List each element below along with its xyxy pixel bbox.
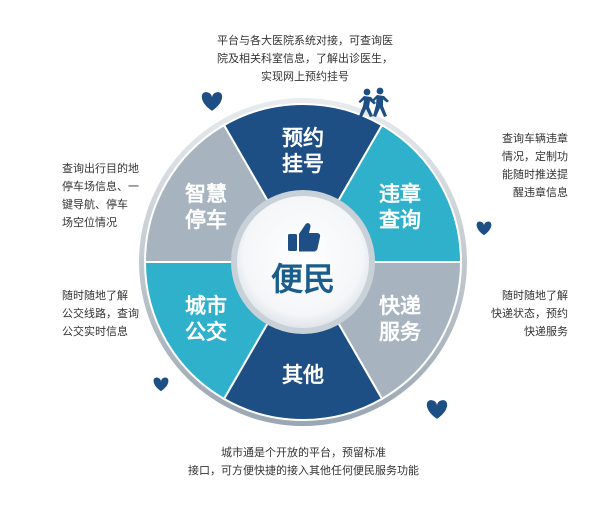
segment-label-bus: 城市: [185, 294, 227, 318]
segment-label-violation: 违章: [379, 182, 421, 206]
heart-icon: [426, 400, 448, 419]
others-description: 城市通是个开放的平台，预留标准 接口，可方便快捷的接入其他任何便民服务功能: [188, 446, 419, 477]
running-people-icon: [358, 87, 389, 117]
segment-label-express: 快递: [379, 294, 421, 318]
segment-label-parking: 停车: [185, 208, 227, 232]
hub: [237, 196, 369, 328]
segment-label-bus: 公交: [185, 320, 227, 344]
heart-icon: [153, 377, 169, 392]
parking-description: 查询出行目的地 停车场信息、一 键导航、停车 场空位情况: [62, 162, 139, 229]
segment-label-appointment: 预约: [282, 126, 324, 150]
express-description: 随时随地了解 快递状态，预约 快递服务: [491, 289, 568, 338]
appointment-description: 平台与各大医院系统对接，可查询医 院及相关科室信息，了解出诊医生， 实现网上预约…: [217, 34, 393, 83]
center-label: 便民: [271, 260, 335, 298]
heart-icon: [476, 221, 492, 236]
segment-label-others: 其他: [282, 363, 324, 387]
segment-label-express: 服务: [379, 320, 422, 344]
violation-description: 查询车辆违章 情况，定制功 能随时推送提 醒违章信息: [502, 132, 568, 199]
bus-description: 随时随地了解 公交线路，查询 公交实时信息: [62, 289, 139, 338]
thumbs-up-icon: [288, 223, 321, 252]
segment-label-violation: 查询: [379, 208, 421, 232]
heart-icon: [201, 92, 223, 111]
segment-label-appointment: 挂号: [282, 152, 324, 176]
segment-label-parking: 智慧: [185, 182, 227, 206]
